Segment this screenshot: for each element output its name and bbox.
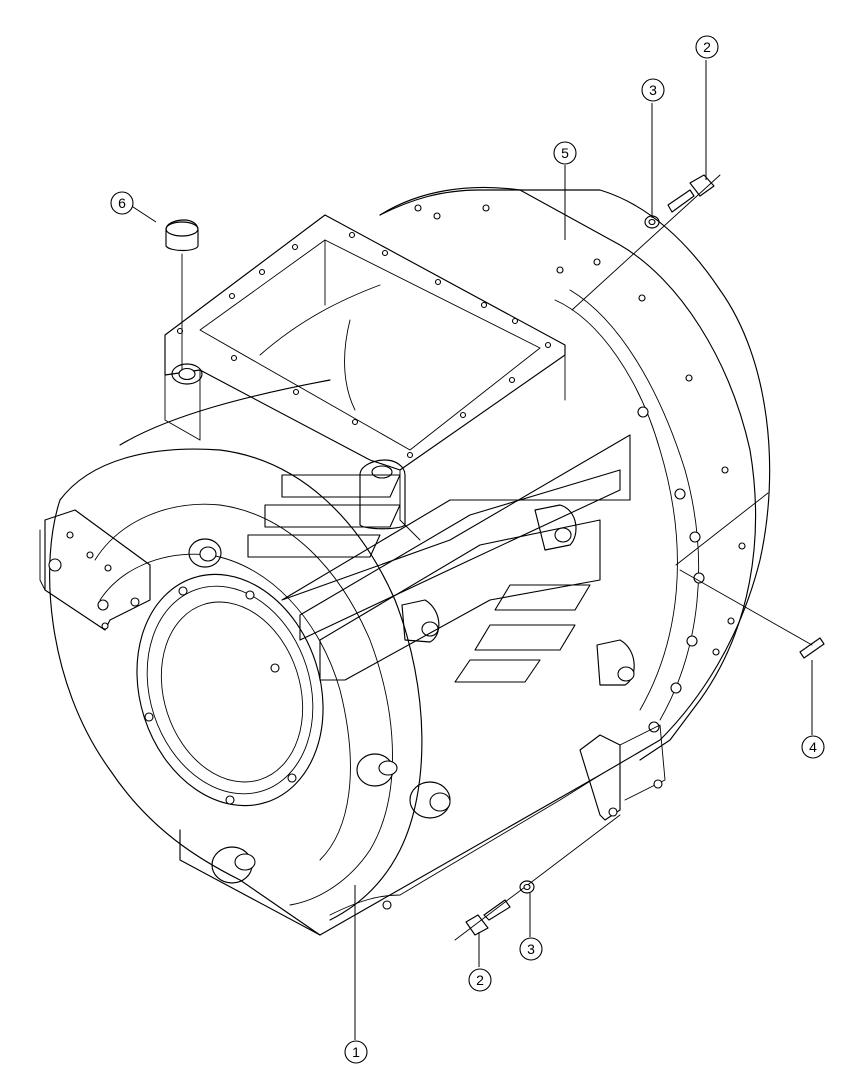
callout-1-label: 1: [352, 1044, 360, 1060]
callout-2-top-label: 2: [703, 39, 711, 55]
housing-body: [39, 186, 771, 936]
bolt-washer-top: [571, 174, 721, 311]
callout-2-bottom: 2: [468, 968, 492, 992]
callout-3-bottom: 3: [519, 937, 543, 961]
bolt-washer-bottom: [454, 814, 621, 941]
callout-6: 6: [110, 191, 134, 215]
watermark-logo: [247, 434, 631, 683]
plug-part-6: [165, 219, 199, 371]
callout-3-top-label: 3: [649, 82, 657, 98]
callout-5: 5: [553, 141, 577, 165]
pin-part-4: [675, 492, 825, 659]
callout-5-label: 5: [561, 145, 569, 161]
callout-3-top: 3: [641, 78, 665, 102]
callout-2-top: 2: [695, 35, 719, 59]
callout-4: 4: [801, 735, 825, 759]
callout-3-bottom-label: 3: [527, 941, 535, 957]
callout-6-label: 6: [118, 195, 126, 211]
callout-2-bottom-label: 2: [476, 972, 484, 988]
callout-1: 1: [344, 1040, 368, 1064]
callout-4-label: 4: [809, 739, 817, 755]
leader-lines: [129, 60, 813, 1040]
